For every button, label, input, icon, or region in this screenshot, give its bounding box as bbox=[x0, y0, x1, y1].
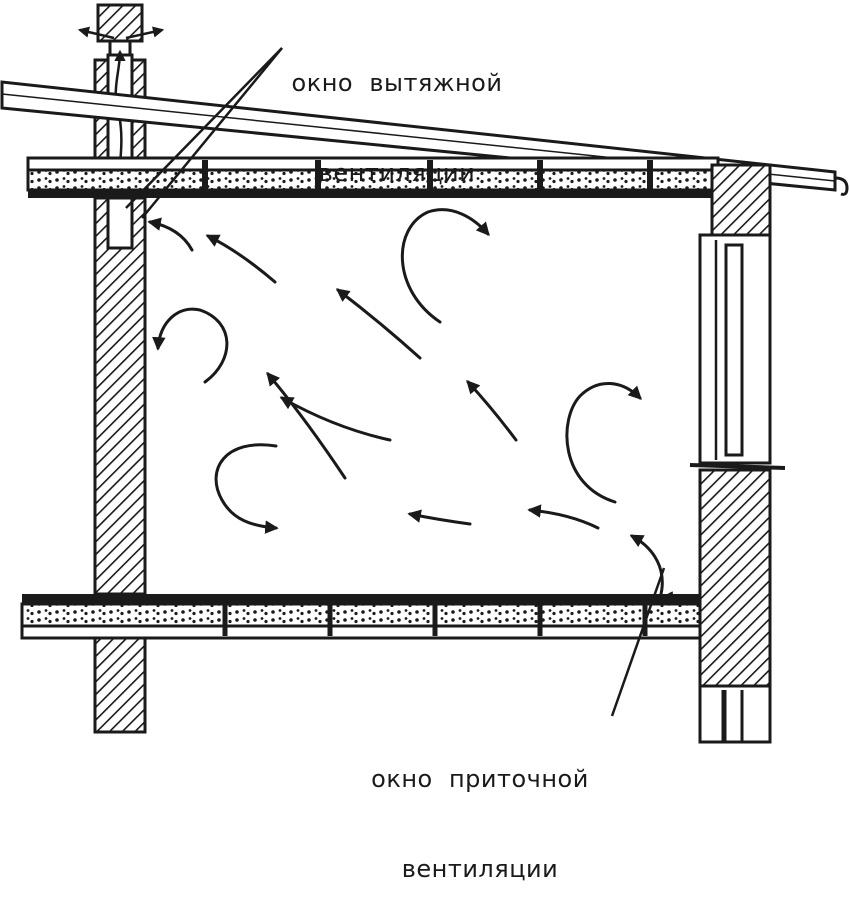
airflow-arrow bbox=[407, 509, 472, 526]
ventilation-section-diagram bbox=[0, 3, 849, 744]
floor-slab bbox=[20, 594, 702, 640]
chimney-wall-section bbox=[93, 196, 147, 596]
airflow-arrow bbox=[527, 504, 600, 530]
airflow-arrow bbox=[152, 307, 229, 384]
ceiling-slab bbox=[26, 156, 720, 198]
supply-leader-line bbox=[610, 567, 666, 717]
airflow-arrow bbox=[629, 534, 664, 600]
supply-window-label: окно приточной вентиляции bbox=[340, 704, 620, 914]
exhaust-leader-line bbox=[141, 47, 283, 219]
airflow-arrow bbox=[279, 396, 392, 442]
airflow-arrows bbox=[147, 208, 692, 605]
right-wall bbox=[689, 163, 786, 744]
airflow-arrow bbox=[335, 288, 422, 360]
exhaust-window-label-line1: окно вытяжной bbox=[291, 69, 503, 97]
airflow-arrow bbox=[266, 371, 347, 480]
supply-window-label-line1: окно приточной bbox=[371, 765, 589, 793]
airflow-arrow bbox=[565, 382, 642, 504]
chimney-base bbox=[93, 636, 147, 734]
supply-window-label-line2: вентиляции bbox=[401, 855, 559, 883]
airflow-arrow bbox=[205, 234, 277, 284]
airflow-arrow bbox=[466, 380, 518, 442]
exhaust-window-label-line2: вентиляции bbox=[318, 159, 476, 187]
airflow-arrow bbox=[400, 208, 490, 324]
exhaust-leader-line bbox=[125, 47, 283, 209]
leader-lines bbox=[125, 47, 666, 717]
airflow-arrow bbox=[147, 217, 194, 252]
airflow-arrow bbox=[214, 443, 279, 534]
exhaust-window-label: окно вытяжной вентиляции bbox=[262, 8, 532, 218]
